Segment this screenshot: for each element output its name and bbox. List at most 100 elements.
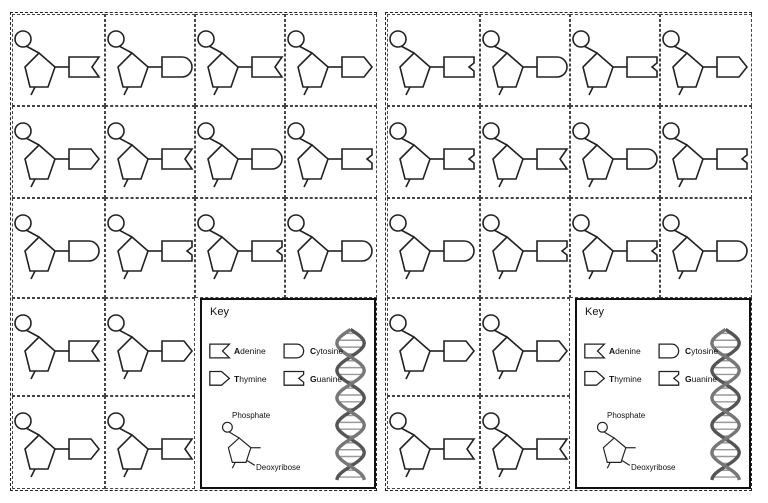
sugar-stub: [498, 468, 504, 478]
sugar-stub: [123, 270, 129, 280]
nucleotide-card-thymine[interactable]: [387, 298, 480, 396]
nucleotide: [662, 30, 749, 96]
nucleotide-card-guanine[interactable]: [570, 14, 660, 106]
nucleotide-card-guanine[interactable]: [285, 106, 377, 198]
phosphate-link: [25, 229, 40, 238]
nucleotide-card-cytosine[interactable]: [105, 14, 195, 106]
phosphate-circle: [197, 30, 215, 48]
sugar-stub: [213, 178, 219, 188]
nucleotide-card-guanine[interactable]: [660, 106, 752, 198]
nucleotide: [197, 214, 283, 280]
key-label-cytosine: Cytosine: [685, 346, 718, 356]
nucleotide-card-thymine[interactable]: [660, 14, 752, 106]
nucleotide-card-thymine[interactable]: [12, 106, 105, 198]
nucleotide-card-adenine[interactable]: [195, 14, 285, 106]
adenine-base-shape-icon: [161, 438, 194, 460]
nucleotide-card-adenine[interactable]: [387, 396, 480, 489]
phosphate-link: [400, 329, 415, 338]
nucleotide-card-guanine[interactable]: [387, 106, 480, 198]
nucleotide-drawing: [107, 122, 194, 188]
nucleotide-card-guanine[interactable]: [105, 198, 195, 298]
phosphate-link: [493, 229, 508, 238]
nucleotide: [662, 214, 748, 280]
nucleotide-drawing: [482, 412, 569, 478]
nucleotide-card-thymine[interactable]: [480, 298, 570, 396]
nucleotide-card-adenine[interactable]: [105, 106, 195, 198]
nucleotide-card-guanine[interactable]: [570, 198, 660, 298]
nucleotide-card-cytosine[interactable]: [387, 198, 480, 298]
key-shapes: [209, 328, 366, 481]
phosphate-circle: [287, 214, 305, 232]
thymine-base-shape-icon: [443, 340, 476, 362]
nucleotide-drawing: [662, 214, 748, 280]
nucleotide-card-cytosine[interactable]: [285, 198, 377, 298]
sugar-stub: [588, 178, 594, 188]
nucleotide-card-adenine[interactable]: [480, 106, 570, 198]
nucleotide-drawing: [572, 30, 658, 96]
nucleotide-drawing: [14, 412, 101, 478]
sugar-stub: [123, 370, 129, 380]
nucleotide: [14, 30, 101, 96]
nucleotide-card-cytosine[interactable]: [480, 14, 570, 106]
phosphate-circle: [572, 214, 590, 232]
nucleotide-card-guanine[interactable]: [387, 14, 480, 106]
sugar-stub: [405, 178, 411, 188]
adenine-base-shape-icon: [251, 56, 284, 78]
nucleotide-drawing: [107, 30, 193, 96]
nucleotide-card-thymine[interactable]: [105, 298, 195, 396]
adenine-base-shape-icon: [443, 438, 476, 460]
nucleotide: [14, 122, 101, 188]
phosphate-circle: [662, 30, 680, 48]
nucleotide-drawing: [572, 122, 658, 188]
nucleotide-drawing: [482, 30, 568, 96]
nucleotide: [389, 412, 476, 478]
thymine-key-shape-icon: [584, 370, 606, 386]
phosphate-circle: [14, 30, 32, 48]
cytosine-base-shape-icon: [536, 56, 568, 78]
nucleotide-card-thymine[interactable]: [12, 396, 105, 489]
phosphate-link: [118, 229, 133, 238]
deoxyribose-pentagon: [492, 433, 524, 470]
deoxyribose-pentagon: [24, 335, 56, 372]
nucleotide-drawing: [389, 122, 475, 188]
cytosine-key-shape-icon: [658, 343, 680, 359]
phosphate-circle: [197, 122, 215, 140]
cytosine-base-shape-icon: [341, 240, 373, 262]
adenine-base-shape-icon: [161, 148, 194, 170]
phosphate-link: [118, 427, 133, 436]
nucleotide-card-adenine[interactable]: [105, 396, 195, 489]
nucleotide-card-adenine[interactable]: [12, 298, 105, 396]
nucleotide-card-cytosine[interactable]: [660, 198, 752, 298]
phosphate-circle: [14, 314, 32, 332]
nucleotide-card-adenine[interactable]: [480, 396, 570, 489]
sugar-stub: [123, 468, 129, 478]
phosphate-link: [118, 137, 133, 146]
nucleotide: [197, 30, 284, 96]
phosphate-link: [583, 45, 598, 54]
phosphate-link: [493, 45, 508, 54]
key-label-initial: C: [685, 346, 692, 356]
deoxyribose-pentagon: [492, 235, 524, 272]
nucleotide-card-guanine[interactable]: [480, 198, 570, 298]
adenine-base-shape-icon: [536, 438, 569, 460]
sugar-stub: [30, 178, 36, 188]
phosphate-circle: [14, 122, 32, 140]
nucleotide-drawing: [482, 214, 568, 280]
nucleotide-card-cytosine[interactable]: [195, 106, 285, 198]
key-label-initial: T: [609, 374, 615, 384]
guanine-key-shape-icon: [283, 370, 305, 386]
nucleotide-card-adenine[interactable]: [12, 14, 105, 106]
nucleotide-card-thymine[interactable]: [285, 14, 377, 106]
key-label-thymine: Thymine: [609, 374, 642, 384]
nucleotide: [107, 314, 194, 380]
nucleotide-drawing: [197, 122, 283, 188]
phosphate-circle: [287, 30, 305, 48]
phosphate-circle: [107, 30, 125, 48]
nucleotide-drawing: [14, 122, 101, 188]
nucleotide-card-cytosine[interactable]: [12, 198, 105, 298]
key-label-cytosine: Cytosine: [310, 346, 343, 356]
nucleotide-card-cytosine[interactable]: [570, 106, 660, 198]
nucleotide-card-guanine[interactable]: [195, 198, 285, 298]
